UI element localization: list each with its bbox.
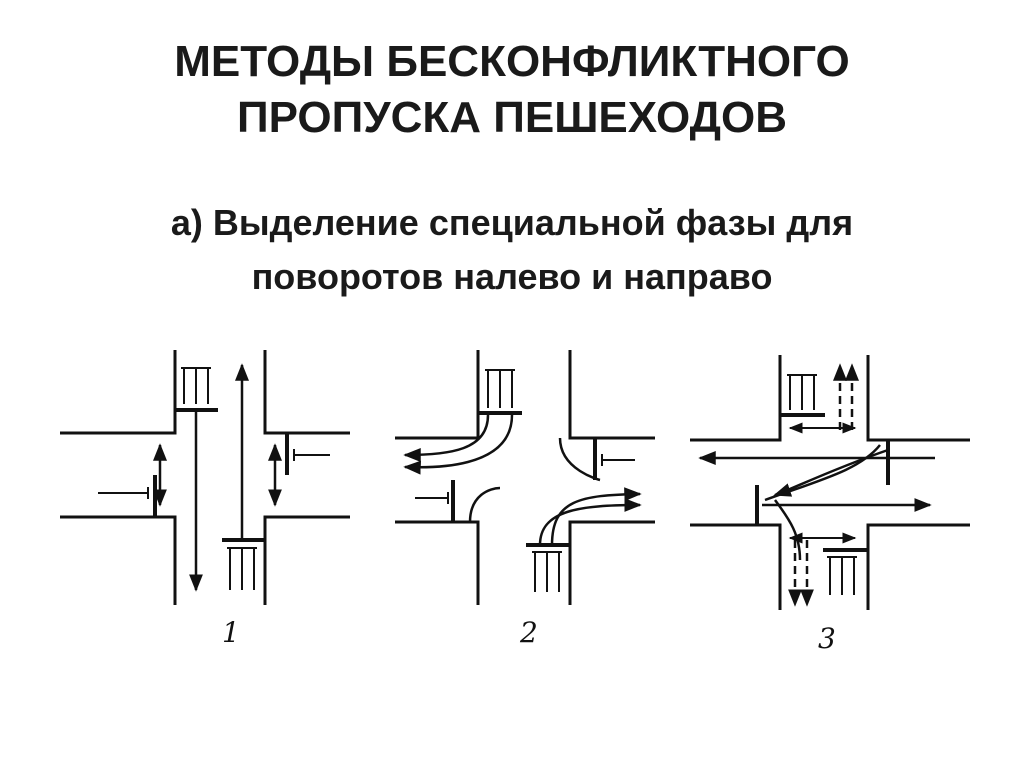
queue-east	[293, 449, 330, 461]
road-edge-top-right	[568, 350, 655, 440]
turn-curve-sw	[468, 486, 501, 523]
queue-north	[485, 369, 515, 408]
queue-south	[532, 551, 562, 592]
road-edge-top-right	[263, 350, 350, 435]
subtitle-line-2: поворотов налево и направо	[251, 256, 773, 297]
road-edge-top-left	[60, 350, 177, 435]
turn-arrow-left-from-north	[403, 414, 514, 475]
road-edge-top-left	[395, 350, 480, 440]
diagram-1	[60, 350, 350, 605]
slide-title: МЕТОДЫ БЕСКОНФЛИКТНОГО ПРОПУСКА ПЕШЕХОДО…	[0, 34, 1024, 146]
turn-curve-south	[773, 499, 802, 561]
diagram-3-label: 3	[818, 622, 836, 655]
turn-arrow-right-from-south	[538, 498, 642, 546]
queue-north	[181, 367, 211, 404]
road-edge-bottom-right	[568, 520, 655, 605]
road-edge-bottom-right	[263, 515, 350, 605]
subtitle-line-1: а) Выделение специальной фазы для	[170, 202, 854, 243]
queue-west	[98, 487, 149, 499]
queue-south	[827, 556, 857, 595]
diagram-3	[690, 355, 970, 610]
road-edge-bottom-left	[60, 515, 177, 605]
turn-arrow-left-from-south	[550, 487, 642, 546]
queue-west	[415, 492, 449, 504]
road-edge-bottom-left	[690, 523, 782, 610]
turn-curve-ne	[558, 437, 601, 482]
road-edge-top-right	[866, 355, 970, 442]
turn-arrow-right-from-north	[403, 414, 490, 462]
diagram-1-label: 1	[222, 616, 240, 649]
queue-north	[787, 374, 817, 410]
queue-east	[601, 454, 635, 466]
diagram-2-label: 2	[519, 616, 538, 649]
slide-subtitle: а) Выделение специальной фазы для поворо…	[0, 196, 1024, 304]
road-edge-bottom-right	[866, 523, 970, 610]
diagram-2	[395, 350, 655, 605]
queue-south	[227, 547, 257, 590]
title-line-1: МЕТОДЫ БЕСКОНФЛИКТНОГО	[174, 37, 850, 86]
turn-arrow-right-west-to-north	[764, 444, 881, 502]
road-edge-top-left	[690, 355, 782, 442]
road-edge-bottom-left	[395, 520, 480, 605]
title-line-2: ПРОПУСКА ПЕШЕХОДОВ	[237, 93, 787, 142]
